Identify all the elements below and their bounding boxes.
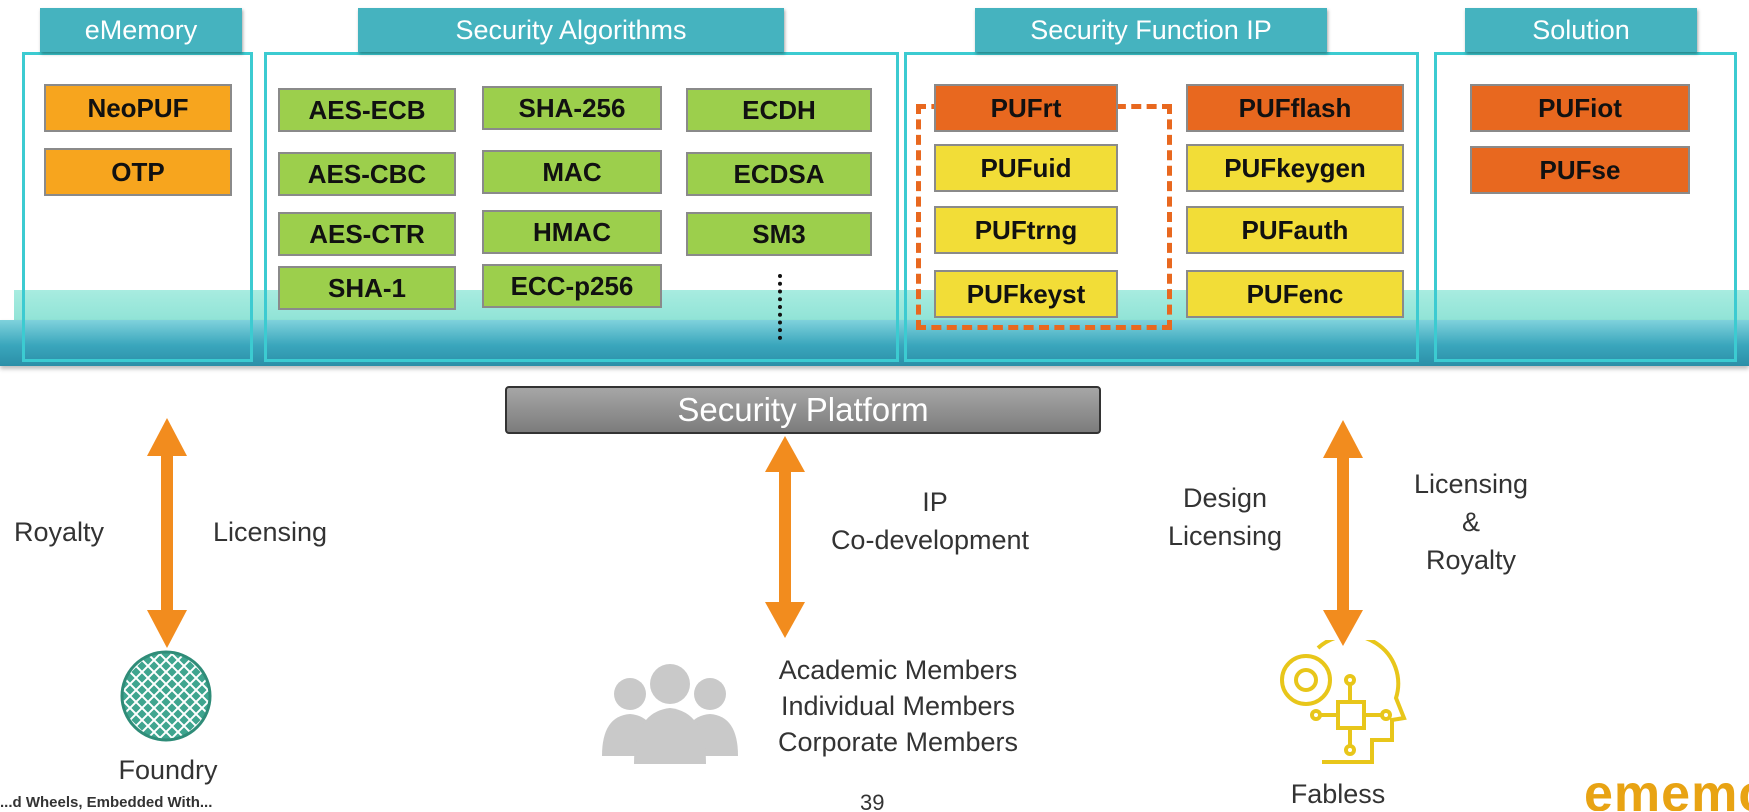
foundry-label: Foundry [118,755,218,785]
fabless-label: Fabless [1290,779,1386,809]
function-ip-panel [904,52,1419,362]
ip-pufkeyst: PUFkeyst [934,270,1118,318]
foundry-arrow [147,418,187,648]
ip-pufuid: PUFuid [934,144,1118,192]
solution-pufse: PUFse [1470,146,1690,194]
algorithms-title: Security Algorithms [358,8,784,52]
ip-puftrng: PUFtrng [934,206,1118,254]
page-number: 39 [860,790,885,811]
algo-aes-ctr: AES-CTR [278,212,456,256]
algo-ecdsa: ECDSA [686,152,872,196]
algo-ecc-p256: ECC-p256 [482,264,662,308]
ip-pufflash: PUFflash [1186,84,1404,132]
royalty-right-label: Royalty [1425,545,1517,575]
algo-aes-cbc: AES-CBC [278,152,456,196]
solution-pufiot: PUFiot [1470,84,1690,132]
ip-pufkeygen: PUFkeygen [1186,144,1404,192]
algo-sm3: SM3 [686,212,872,256]
ip-pufauth: PUFauth [1186,206,1404,254]
algo-aes-ecb: AES-ECB [278,88,456,132]
design-label: Design [1182,483,1268,513]
academic-arrow [765,436,805,638]
design-licensing-label: Licensing [1167,521,1283,551]
fabless-arrow [1323,420,1363,646]
ememory-logo: ememor [1584,768,1749,811]
ip-label: IP [922,487,948,517]
co-development-label: Co-development [830,525,1030,555]
corporate-members-label: Corporate Members [777,727,1019,757]
algo-sha-1: SHA-1 [278,266,456,310]
solution-panel [1434,52,1737,362]
ip-pufenc: PUFenc [1186,270,1404,318]
ememory-title: eMemory [40,8,242,52]
fabless-ai-head-icon [1280,640,1407,764]
licensing-right-label: Licensing [1413,469,1529,499]
solution-title: Solution [1465,8,1697,52]
security-platform-label: Security Platform [505,386,1101,434]
members-group-icon [602,664,738,764]
more-algorithms-ellipsis [778,274,782,340]
royalty-label: Royalty [13,517,105,547]
algo-mac: MAC [482,150,662,194]
function-ip-title: Security Function IP [975,8,1327,52]
ip-pufrt: PUFrt [934,84,1118,132]
licensing-label: Licensing [212,517,328,547]
otp-box: OTP [44,148,232,196]
academic-members-label: Academic Members [778,655,1018,685]
foundry-wafer-icon [120,650,212,742]
algo-sha-256: SHA-256 [482,86,662,130]
algorithms-panel [264,52,899,362]
footer-cut-text: ...d Wheels, Embedded With... [0,794,213,811]
platform-band [0,320,1749,366]
ememory-panel [22,52,253,362]
ampersand-label: & [1461,507,1480,537]
algo-ecdh: ECDH [686,88,872,132]
algo-hmac: HMAC [482,210,662,254]
individual-members-label: Individual Members [780,691,1016,721]
neopuf-box: NeoPUF [44,84,232,132]
